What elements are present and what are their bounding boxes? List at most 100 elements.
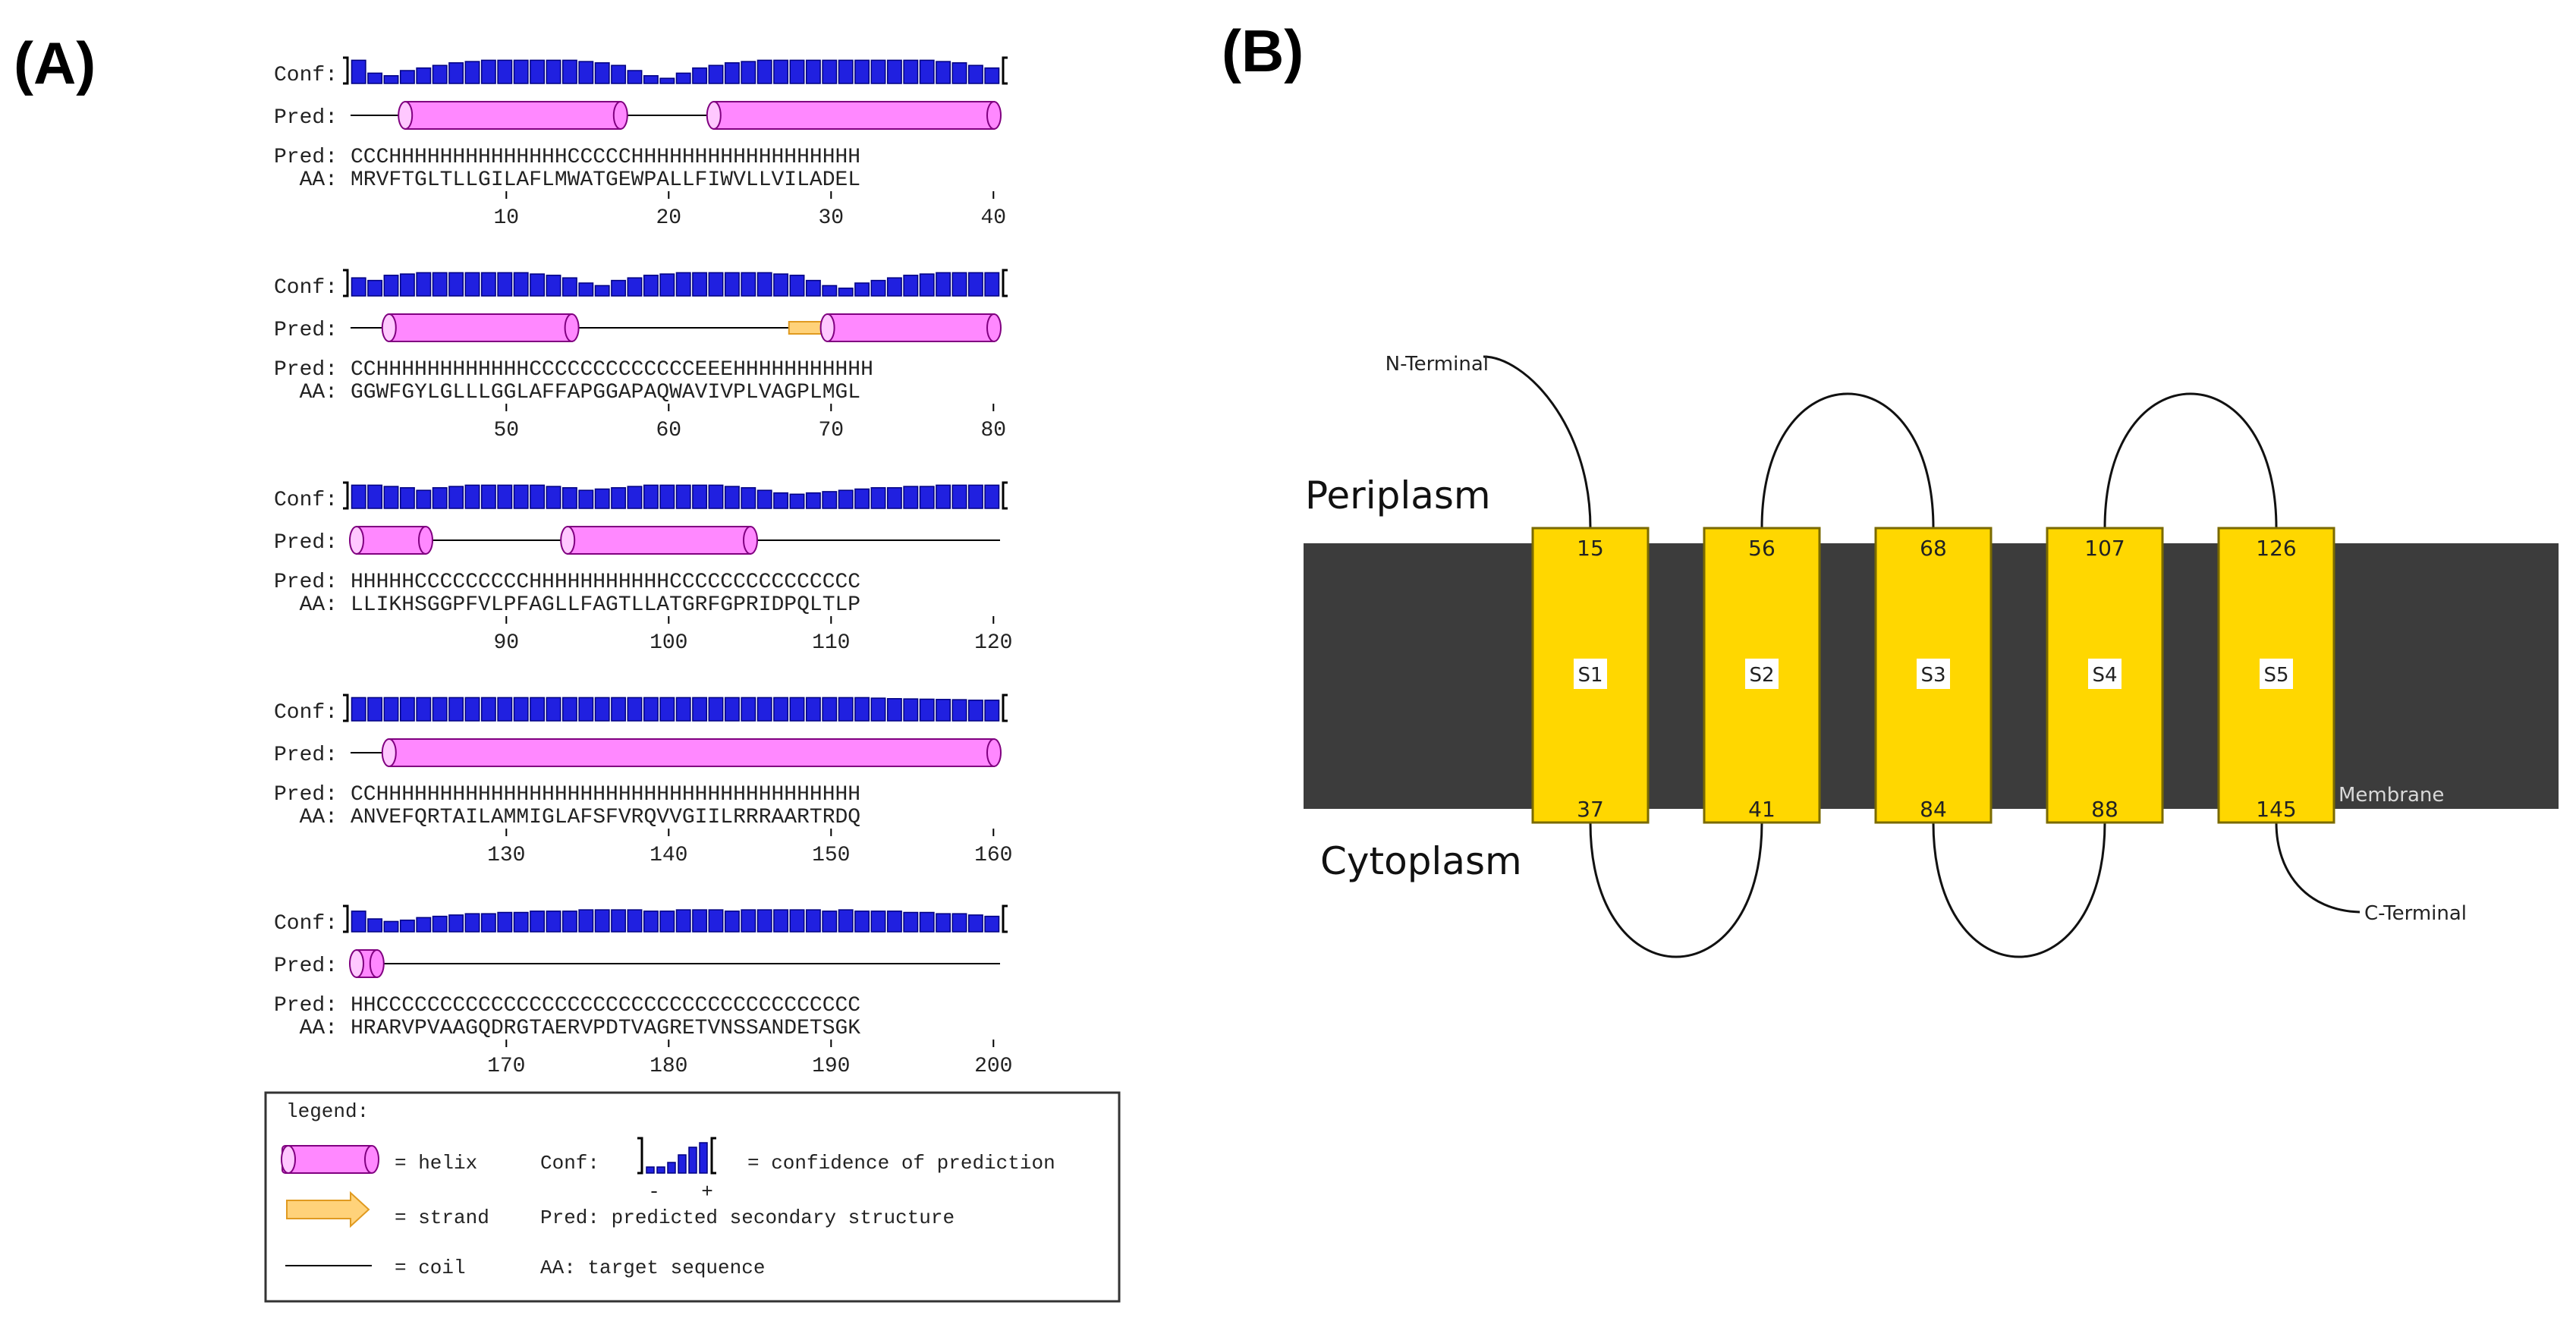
confidence-bar [448, 697, 464, 722]
confidence-bar [886, 911, 902, 933]
segment-bottom-residue: 37 [1577, 797, 1604, 822]
confidence-bar [984, 915, 1000, 933]
confidence-bar [886, 698, 902, 722]
position-tick-label: 180 [650, 1055, 687, 1078]
confidence-bar [351, 59, 366, 84]
confidence-bar [659, 273, 675, 297]
aa-row-label: AA: [300, 1017, 338, 1040]
confidence-bar [773, 273, 789, 297]
conf-bracket-right [1002, 481, 1008, 510]
position-tick-label: 50 [493, 419, 519, 442]
position-tick-label: 150 [812, 844, 850, 867]
helix-cap-start [398, 101, 414, 130]
confidence-bar [464, 61, 480, 84]
predicted-structure-sequence: CCHHHHHHHHHHHHCCCCCCCCCCCCCEEEHHHHHHHHHH… [351, 358, 873, 382]
confidence-bar [789, 697, 805, 722]
confidence-bar [789, 909, 805, 933]
panel-a-label: (A) [14, 30, 96, 96]
confidence-bar [416, 489, 432, 509]
confidence-bar [854, 488, 870, 509]
confidence-bar [967, 484, 983, 509]
helix-cylinder [712, 101, 995, 130]
confidence-bar [870, 697, 886, 722]
confidence-bar [399, 919, 415, 933]
segment-name: S3 [1920, 664, 1945, 687]
confidence-bar [448, 914, 464, 933]
legend-coil-text: = coil [395, 1257, 466, 1279]
legend-conf-bar [646, 1166, 655, 1174]
confidence-bar [643, 697, 659, 722]
confidence-bar [530, 273, 546, 297]
periplasmic-loop [1760, 392, 1935, 529]
confidence-bar [692, 697, 708, 722]
confidence-bar [756, 59, 772, 84]
confidence-bar [594, 488, 610, 509]
psipred-block: Conf:Pred:Pred:AA:CCHHHHHHHHHHHHCCCCCCCC… [274, 269, 1008, 442]
confidence-bar [546, 911, 561, 933]
confidence-bar [383, 486, 399, 509]
helix-cap-end [369, 949, 385, 978]
pred-row-label: Pred: [274, 744, 338, 767]
confidence-bar [659, 697, 675, 722]
confidence-bar [870, 487, 886, 509]
confidence-bar [822, 285, 838, 297]
confidence-bar [708, 697, 724, 722]
confidence-bar [659, 911, 675, 933]
helix-cylinder [567, 526, 752, 555]
confidence-bar [464, 272, 480, 297]
confidence-bar [675, 272, 691, 297]
confidence-bar [530, 911, 546, 933]
confidence-bar [627, 70, 643, 84]
confidence-bar [448, 62, 464, 84]
confidence-bar [383, 75, 399, 84]
confidence-bar [967, 914, 983, 933]
conf-bracket-left [343, 56, 349, 85]
conf-bracket-right [1002, 269, 1008, 297]
confidence-bar [708, 64, 724, 84]
cytoplasmic-loop [1932, 822, 2106, 958]
confidence-bar [724, 697, 740, 722]
confidence-bar [448, 486, 464, 509]
confidence-bar [546, 59, 561, 84]
helix-cap-start [819, 313, 835, 342]
segment-top-residue: 15 [1577, 536, 1604, 561]
helix-cylinder [356, 526, 426, 555]
confidence-bar [578, 909, 594, 933]
legend-conf-bracket-right [710, 1137, 716, 1175]
confidence-bar [643, 484, 659, 509]
segment-bottom-residue: 88 [2091, 797, 2118, 822]
psipred-block: Conf:Pred:Pred:AA:CCHHHHHHHHHHHHHHHHHHHH… [274, 694, 1013, 867]
confidence-bar [708, 484, 724, 509]
confidence-bar [627, 909, 643, 933]
confidence-bar [643, 275, 659, 297]
pred-seq-row-label: Pred: [274, 783, 338, 807]
conf-bracket-left [343, 481, 349, 510]
confidence-bar [367, 72, 383, 84]
confidence-bar [594, 285, 610, 297]
position-tick-label: 190 [812, 1055, 850, 1078]
confidence-bar [919, 911, 935, 933]
legend-conf-bar [678, 1154, 687, 1174]
legend-conf-bar [667, 1162, 676, 1174]
confidence-bar [578, 282, 594, 297]
confidence-bar [951, 699, 967, 722]
helix-cylinder [404, 101, 621, 130]
confidence-bar [756, 909, 772, 933]
confidence-bar [773, 59, 789, 84]
position-tick-label: 60 [656, 419, 681, 442]
segment-name-plate [2088, 659, 2122, 689]
confidence-bar [724, 911, 740, 933]
confidence-bar [692, 272, 708, 297]
legend-helix-cap-end [364, 1145, 379, 1174]
psipred-block: Conf:Pred:Pred:AA:HHHHHCCCCCCCCCHHHHHHHH… [274, 481, 1013, 655]
position-tick-label: 80 [980, 419, 1006, 442]
confidence-bar [951, 62, 967, 84]
pred-row-label: Pred: [274, 955, 338, 978]
conf-row-label: Conf: [274, 276, 338, 300]
helix-cylinder [826, 313, 995, 342]
aa-row-label: AA: [300, 381, 338, 404]
confidence-bar [480, 59, 496, 84]
predicted-structure-sequence: CCCHHHHHHHHHHHHHHCCCCCHHHHHHHHHHHHHHHHHH [351, 146, 860, 169]
confidence-bar [741, 61, 756, 84]
